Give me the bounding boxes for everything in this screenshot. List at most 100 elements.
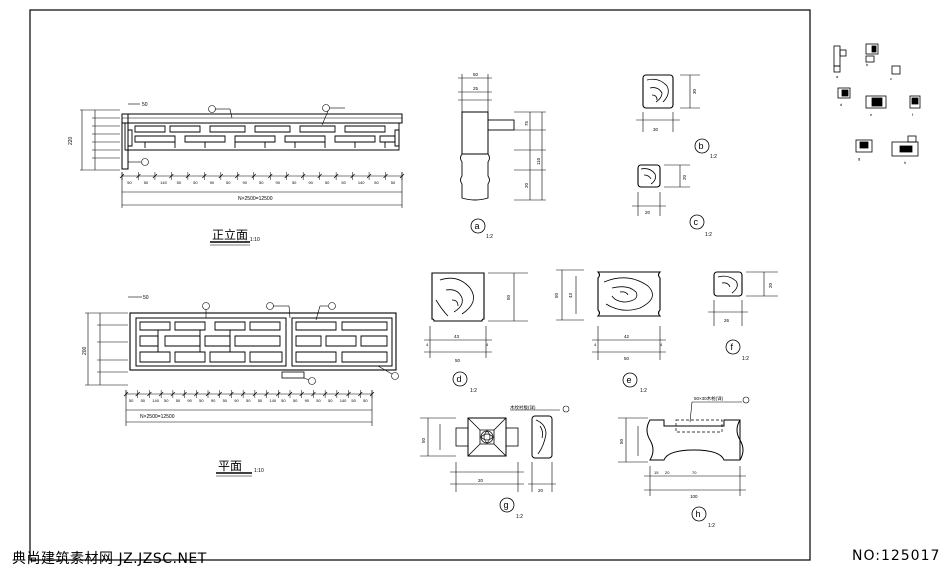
detail-c: 20 20 c 1:2 bbox=[632, 164, 712, 238]
svg-text:4: 4 bbox=[594, 342, 597, 347]
dim-value: 50 bbox=[293, 398, 298, 403]
dim-value: 50 bbox=[325, 180, 330, 185]
svg-text:25: 25 bbox=[473, 86, 479, 91]
dim-value: 50 bbox=[164, 398, 169, 403]
dim-value: 50 bbox=[374, 180, 379, 185]
dim-value: 50 bbox=[351, 398, 356, 403]
dim-value: 50 bbox=[176, 398, 181, 403]
dim-value: 50 bbox=[177, 180, 182, 185]
dim-value: 90 bbox=[305, 398, 310, 403]
svg-text:50: 50 bbox=[619, 438, 624, 444]
svg-text:1:2: 1:2 bbox=[742, 356, 749, 362]
dim-value: 50 bbox=[363, 398, 368, 403]
dim-value: 50 bbox=[328, 398, 333, 403]
svg-text:20: 20 bbox=[682, 174, 687, 180]
detail-h: 50×30木枋(详) 50 100 15 20 70 h 1:2 bbox=[618, 395, 750, 529]
dim-value: 50 bbox=[281, 398, 286, 403]
dim-value: 140 bbox=[340, 398, 347, 403]
detail-f-id: f bbox=[731, 342, 734, 352]
svg-text:1:2: 1:2 bbox=[640, 388, 647, 394]
dim-value: 140 bbox=[269, 398, 276, 403]
dim-value: 50 bbox=[226, 180, 231, 185]
svg-text:4: 4 bbox=[426, 342, 429, 347]
svg-text:1:2: 1:2 bbox=[486, 234, 493, 240]
dim-value: 90 bbox=[211, 398, 216, 403]
thumbnail-overview bbox=[833, 43, 921, 157]
plan-label-top: 50 bbox=[143, 295, 149, 301]
svg-text:1:2: 1:2 bbox=[710, 154, 717, 160]
dim-value: 50 bbox=[223, 398, 228, 403]
watermark-serial: NO:125017 bbox=[852, 548, 941, 564]
svg-text:20: 20 bbox=[768, 282, 773, 288]
dim-value: 50 bbox=[292, 180, 297, 185]
drawing-frame bbox=[29, 9, 811, 561]
svg-text:20: 20 bbox=[524, 182, 529, 188]
svg-text:42: 42 bbox=[624, 334, 630, 339]
svg-text:50: 50 bbox=[624, 356, 630, 361]
detail-b: 30 30 b 1:2 bbox=[636, 74, 717, 160]
elev-total-dim: N×2500=12500 bbox=[238, 196, 273, 202]
detail-g: 木纹衬板(详) 50 20 20 g 1:2 bbox=[420, 404, 570, 520]
dim-value: 50 bbox=[246, 398, 251, 403]
svg-text:70: 70 bbox=[692, 470, 697, 475]
svg-text:20: 20 bbox=[478, 478, 484, 483]
svg-text:1:2: 1:2 bbox=[705, 232, 712, 238]
dim-value: 50 bbox=[258, 398, 263, 403]
svg-text:1:2: 1:2 bbox=[470, 388, 477, 394]
dim-value: 90 bbox=[243, 180, 248, 185]
plan-title: 平面 bbox=[218, 459, 242, 473]
thumbnail-labels: a b c d e f g h bbox=[836, 62, 914, 165]
svg-text:a: a bbox=[836, 74, 839, 79]
detail-d-id: d bbox=[457, 374, 462, 384]
detail-a: 50 25 75 110 20 a 1:2 bbox=[458, 72, 546, 240]
svg-text:f: f bbox=[912, 112, 914, 117]
svg-text:43: 43 bbox=[454, 334, 460, 339]
svg-text:d: d bbox=[840, 102, 842, 107]
dim-value: 90 bbox=[308, 180, 313, 185]
svg-text:h: h bbox=[904, 160, 906, 165]
detail-g-note: 木纹衬板(详) bbox=[510, 404, 536, 411]
dim-value: 50 bbox=[144, 180, 149, 185]
dim-value: 50 bbox=[316, 398, 321, 403]
detail-a-id: a bbox=[475, 221, 480, 231]
dim-value: 50 bbox=[129, 398, 134, 403]
detail-c-id: c bbox=[694, 217, 699, 227]
dim-value: 50 bbox=[391, 180, 396, 185]
svg-text:50: 50 bbox=[455, 358, 461, 363]
detail-h-id: h bbox=[696, 509, 701, 519]
dim-value: 50 bbox=[141, 398, 146, 403]
svg-text:50: 50 bbox=[506, 294, 511, 300]
dim-value: 140 bbox=[160, 180, 167, 185]
elev-side-total: 220 bbox=[68, 136, 74, 145]
svg-text:50: 50 bbox=[554, 292, 559, 298]
detail-f: 20 26 f 1:2 bbox=[708, 271, 778, 362]
detail-e: 50 43 42 4 4 50 e 1:2 bbox=[554, 269, 666, 394]
svg-text:g: g bbox=[858, 156, 860, 161]
svg-text:50: 50 bbox=[473, 72, 479, 77]
detail-h-note: 50×30木枋(详) bbox=[694, 395, 724, 402]
dim-value: 90 bbox=[187, 398, 192, 403]
detail-g-id: g bbox=[504, 500, 509, 510]
svg-text:e: e bbox=[870, 112, 873, 117]
svg-text:26: 26 bbox=[724, 318, 730, 323]
detail-b-id: b bbox=[699, 141, 704, 151]
svg-text:75: 75 bbox=[524, 120, 529, 126]
watermark-site: 典尚建筑素材网 JZ.JZSC.NET bbox=[12, 551, 207, 567]
dim-value: 50 bbox=[341, 180, 346, 185]
svg-text:c: c bbox=[890, 76, 892, 81]
svg-text:30: 30 bbox=[692, 88, 697, 94]
dim-value: 140 bbox=[358, 180, 365, 185]
dim-value: 50 bbox=[193, 180, 198, 185]
svg-text:50: 50 bbox=[421, 437, 426, 443]
elev-label-top: 50 bbox=[142, 102, 148, 108]
svg-text:15: 15 bbox=[654, 470, 659, 475]
svg-text:20: 20 bbox=[645, 210, 651, 215]
dim-value: 50 bbox=[199, 398, 204, 403]
dim-value: 90 bbox=[210, 180, 215, 185]
svg-text:4: 4 bbox=[486, 342, 489, 347]
elevation-title: 正立面 bbox=[212, 227, 248, 242]
svg-text:43: 43 bbox=[568, 292, 573, 298]
svg-text:20: 20 bbox=[538, 488, 544, 493]
